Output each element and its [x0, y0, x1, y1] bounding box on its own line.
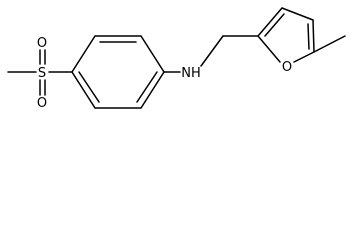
benzene-double-bond-2 — [136, 71, 158, 103]
benzene-bond-1 — [71, 35, 96, 73]
benzene-bond-4 — [140, 71, 165, 109]
bonds — [7, 7, 346, 109]
furan-bond-c4-c5 — [312, 19, 315, 53]
furan-oxygen-atom-label: O — [282, 60, 292, 75]
n-ch2-bond — [200, 35, 224, 67]
furan-double-bond-1 — [264, 13, 285, 37]
amine-atom-label: NH — [181, 66, 201, 81]
furan-bond-c5-o — [293, 51, 315, 63]
oxygen-top-atom-label: O — [37, 36, 47, 51]
atom-labels: S O O NH O — [37, 36, 292, 111]
furan-double-bond-2 — [307, 23, 310, 50]
sulfur-atom-label: S — [38, 66, 46, 81]
furan-methyl-bond — [313, 35, 346, 53]
benzene-double-bond-3 — [78, 71, 100, 103]
chemical-structure-diagram: S O O NH O — [7, 7, 346, 111]
benzene-bond-6 — [71, 71, 96, 109]
furan-bond-c2-c3 — [257, 7, 283, 37]
oxygen-bottom-atom-label: O — [37, 96, 47, 111]
furan-bond-o-c2 — [257, 35, 281, 63]
benzene-bond-3 — [140, 35, 165, 73]
furan-bond-c3-c4 — [281, 7, 314, 21]
